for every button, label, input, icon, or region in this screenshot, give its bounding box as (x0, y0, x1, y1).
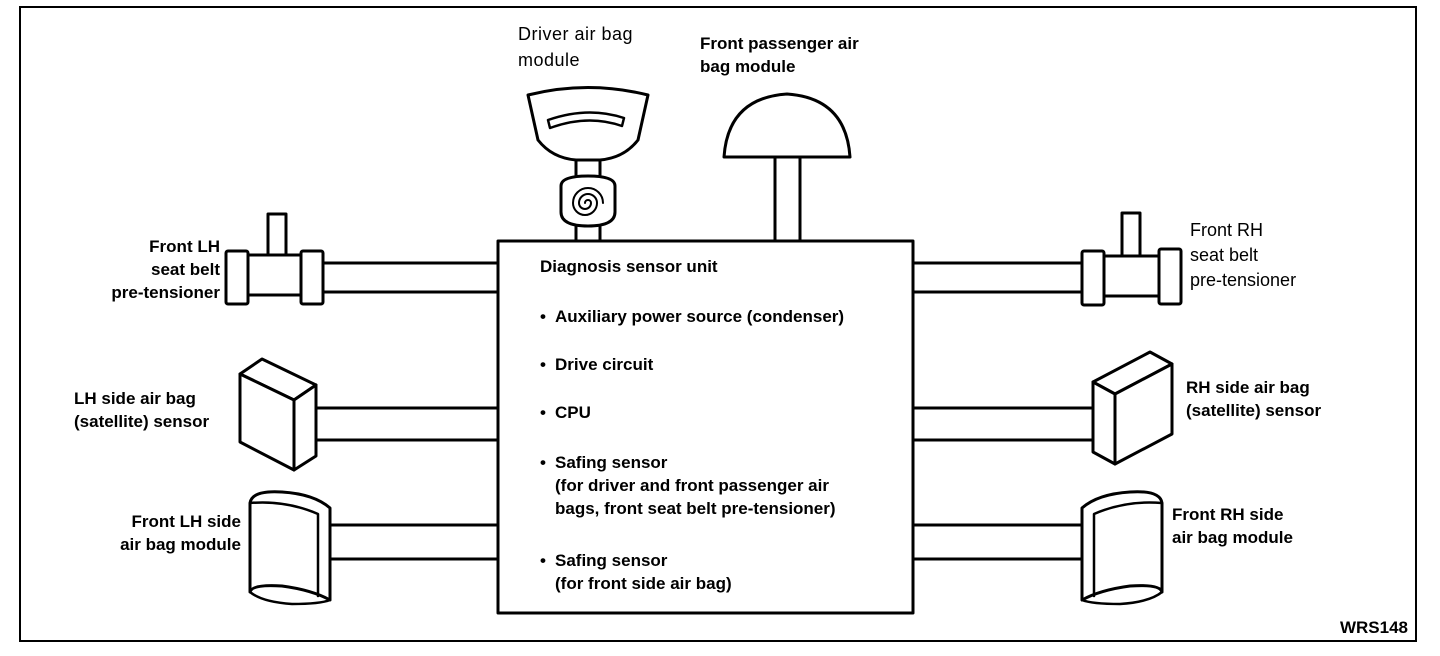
bullet-icon: • (540, 403, 546, 422)
lh-side-air-bag-module-shape (248, 490, 500, 606)
lh-pretensioner-label-line: seat belt (151, 260, 220, 279)
rh-side-module-label: Front RH side air bag module (1172, 503, 1293, 549)
rh-side-sensor-label-line: RH side air bag (1186, 378, 1310, 397)
lh-side-module-label: Front LH side air bag module (120, 510, 241, 556)
rh-side-air-bag-module-shape (911, 490, 1164, 606)
lh-pretensioner-label: Front LH seat belt pre-tensioner (111, 235, 220, 304)
rh-pretensioner-label: Front RH seat belt pre-tensioner (1190, 218, 1296, 293)
bullet-icon: • (540, 355, 546, 374)
unit-item: • Safing sensor (for front side air bag) (540, 549, 732, 595)
unit-item: • Auxiliary power source (condenser) (540, 305, 844, 328)
diagnosis-sensor-unit-box (496, 239, 915, 615)
unit-title: Diagnosis sensor unit (540, 257, 718, 276)
unit-item: • Safing sensor (for driver and front pas… (540, 451, 836, 520)
rh-side-sensor-label-line: (satellite) sensor (1186, 401, 1322, 420)
unit-item-text: Safing sensor (555, 453, 668, 472)
front-passenger-air-bag-module-shape (722, 92, 852, 243)
diagram-frame (19, 6, 1417, 642)
passenger-air-bag-label-line: Front passenger air (700, 34, 859, 53)
rh-side-sensor-shape (911, 350, 1174, 466)
rh-pretensioner-shape (911, 211, 1183, 307)
rh-pretensioner-label-line: seat belt (1190, 245, 1259, 265)
rh-pretensioner-label-line: pre-tensioner (1190, 270, 1297, 290)
unit-item-text: bags, front seat belt pre-tensioner) (555, 499, 836, 518)
lh-side-sensor-label: LH side air bag (satellite) sensor (74, 387, 209, 433)
lh-side-module-label-line: air bag module (120, 535, 241, 554)
unit-item: • Drive circuit (540, 353, 653, 376)
passenger-air-bag-label-line: bag module (700, 57, 796, 76)
unit-item-text: (for front side air bag) (555, 574, 732, 593)
rh-pretensioner-label-line: Front RH (1190, 220, 1264, 240)
unit-item-text: Safing sensor (555, 551, 668, 570)
lh-pretensioner-label-line: Front LH (149, 237, 220, 256)
lh-pretensioner-label-line: pre-tensioner (111, 283, 220, 302)
lh-side-module-label-line: Front LH side (131, 512, 241, 531)
figure-code: WRS148 (1339, 618, 1408, 637)
passenger-air-bag-label: Front passenger air bag module (700, 32, 859, 78)
unit-item-text: Drive circuit (555, 355, 654, 374)
unit-item-text: (for driver and front passenger air (555, 476, 829, 495)
rh-side-module-label-line: Front RH side (1172, 505, 1284, 524)
bullet-icon: • (540, 453, 546, 472)
driver-air-bag-label-line: Driver air bag (518, 24, 634, 44)
driver-air-bag-module-shape (526, 86, 650, 243)
rh-side-module-label-line: air bag module (1172, 528, 1293, 547)
lh-side-sensor-label-line: (satellite) sensor (74, 412, 210, 431)
bullet-icon: • (540, 551, 546, 570)
driver-air-bag-label-line: module (518, 50, 581, 70)
lh-side-sensor-label-line: LH side air bag (74, 389, 196, 408)
lh-pretensioner-shape (224, 212, 500, 306)
bullet-icon: • (540, 307, 546, 326)
unit-item-text: Auxiliary power source (condenser) (555, 307, 845, 326)
driver-air-bag-label: Driver air bag module (518, 21, 633, 73)
unit-item: • CPU (540, 401, 591, 424)
lh-side-sensor-shape (238, 357, 500, 472)
rh-side-sensor-label: RH side air bag (satellite) sensor (1186, 376, 1321, 422)
unit-item-text: CPU (555, 403, 591, 422)
